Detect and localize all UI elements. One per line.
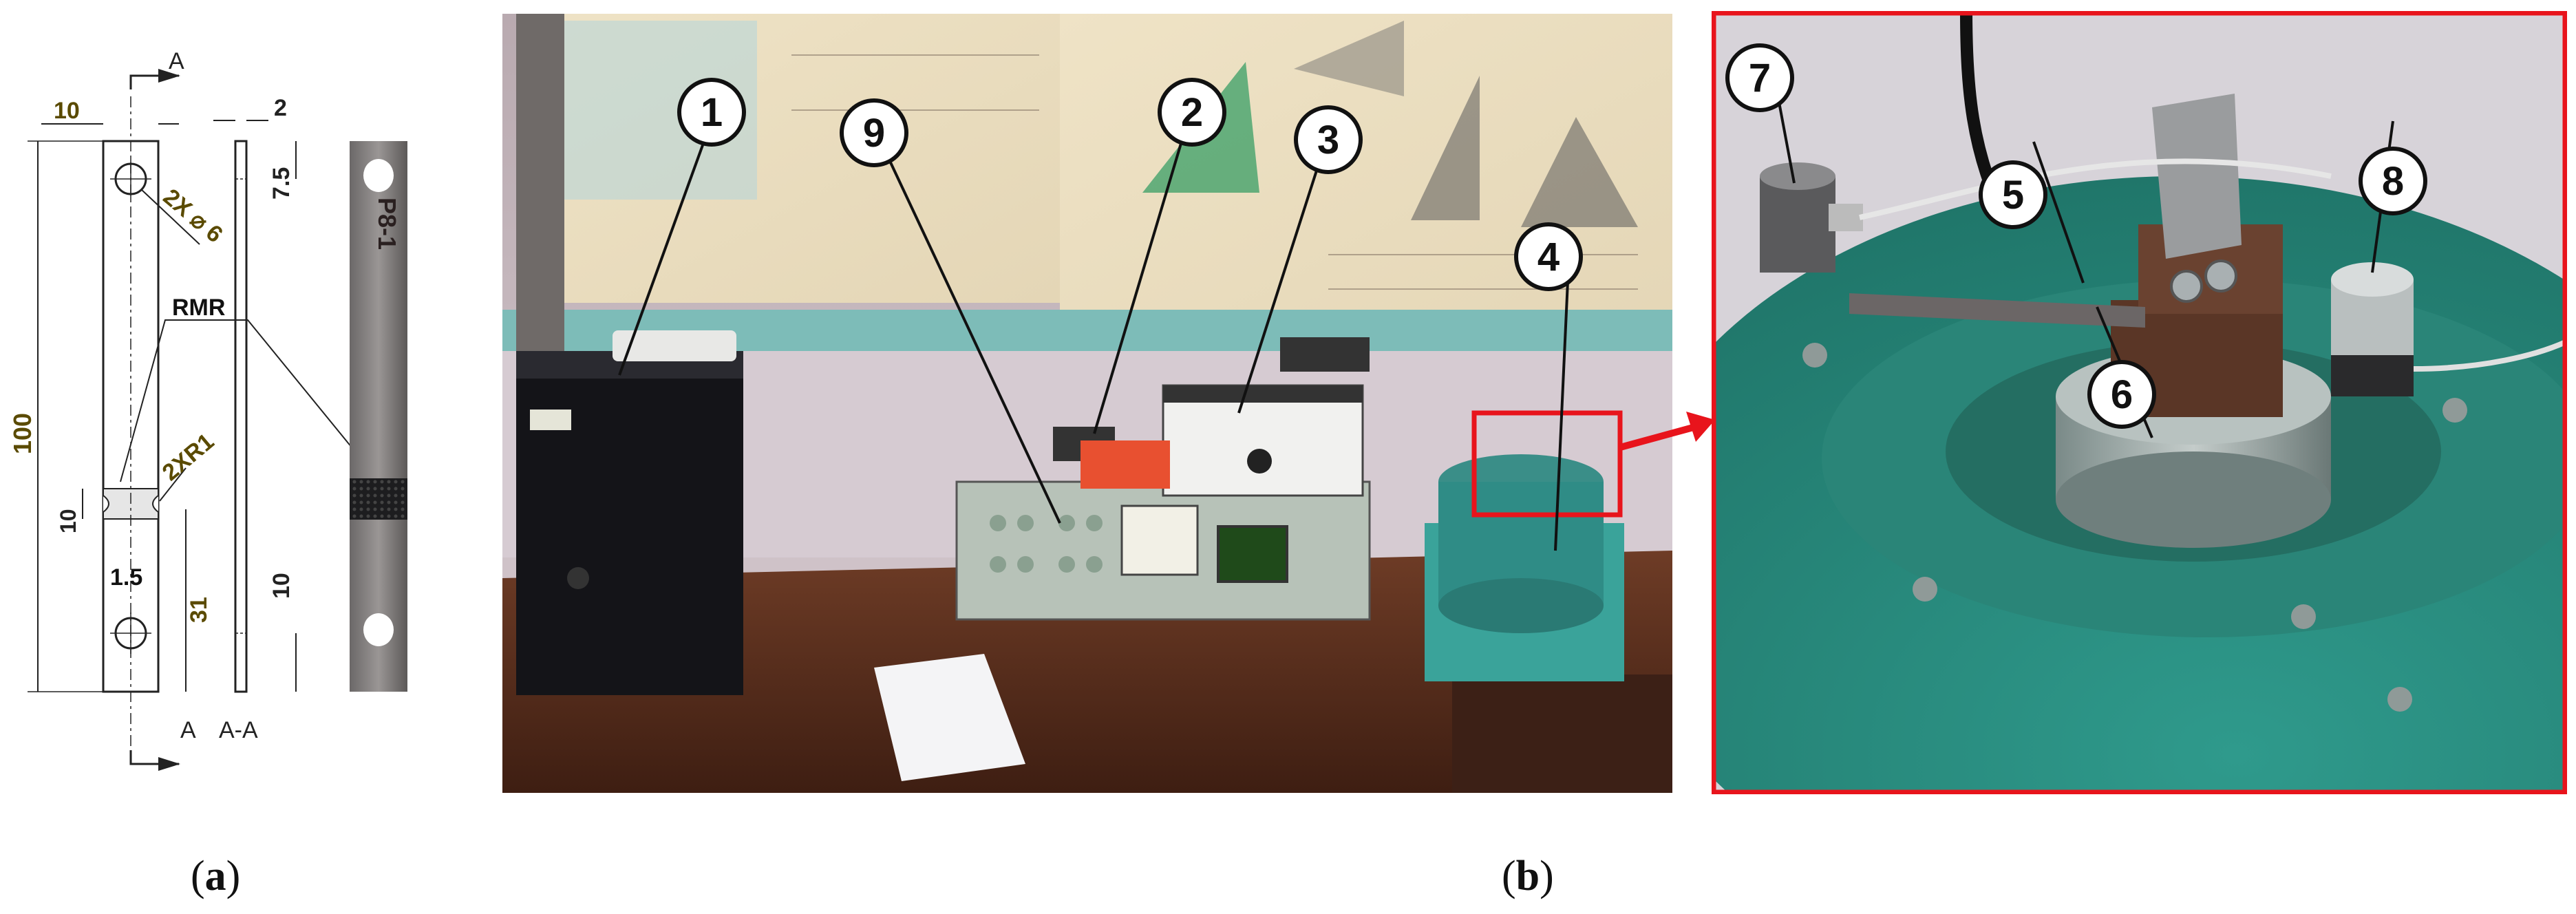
lab-setup-photo — [502, 14, 1672, 793]
dim-bottom-right: 10 — [268, 573, 295, 599]
callout-3: 3 — [1294, 105, 1363, 174]
specimen-side-view — [234, 140, 248, 693]
dim-thickness: 2 — [274, 95, 287, 121]
section-label: A-A — [219, 717, 258, 743]
callout-4: 4 — [1514, 222, 1583, 291]
section-mark-bottom: A — [180, 717, 196, 743]
dim-lower: 31 — [186, 597, 212, 623]
zoom-arrow — [1620, 412, 1715, 451]
dim-notch-radius: 2XR1 — [158, 428, 220, 486]
dim-notch-depth: 1.5 — [110, 564, 142, 591]
zoom-region-box — [1471, 410, 1623, 518]
caption-a: (a) — [191, 853, 241, 900]
specimen-photo: P8-1 — [350, 141, 407, 692]
dim-hole-offset: 7.5 — [268, 167, 295, 200]
callout-5: 5 — [1979, 160, 2047, 229]
label-rmr: RMR — [172, 295, 225, 321]
dim-length: 100 — [8, 413, 36, 454]
dim-notch-width: 10 — [56, 509, 81, 533]
section-mark-top: A — [169, 48, 184, 74]
specimen-id: P8-1 — [373, 198, 401, 250]
callout-1: 1 — [677, 78, 746, 147]
callout-9: 9 — [840, 98, 908, 167]
rmr-layer — [350, 478, 407, 520]
dim-top-width: 10 — [54, 98, 80, 124]
callout-7: 7 — [1725, 43, 1794, 112]
callout-2: 2 — [1158, 78, 1226, 147]
callout-6: 6 — [2087, 360, 2156, 429]
callout-8: 8 — [2359, 147, 2427, 215]
caption-b: (b) — [1502, 853, 1554, 900]
technical-drawing: 10 2X ⌀ 6 2 7.5 100 RMR 2XR1 10 1.5 31 1… — [8, 48, 386, 771]
